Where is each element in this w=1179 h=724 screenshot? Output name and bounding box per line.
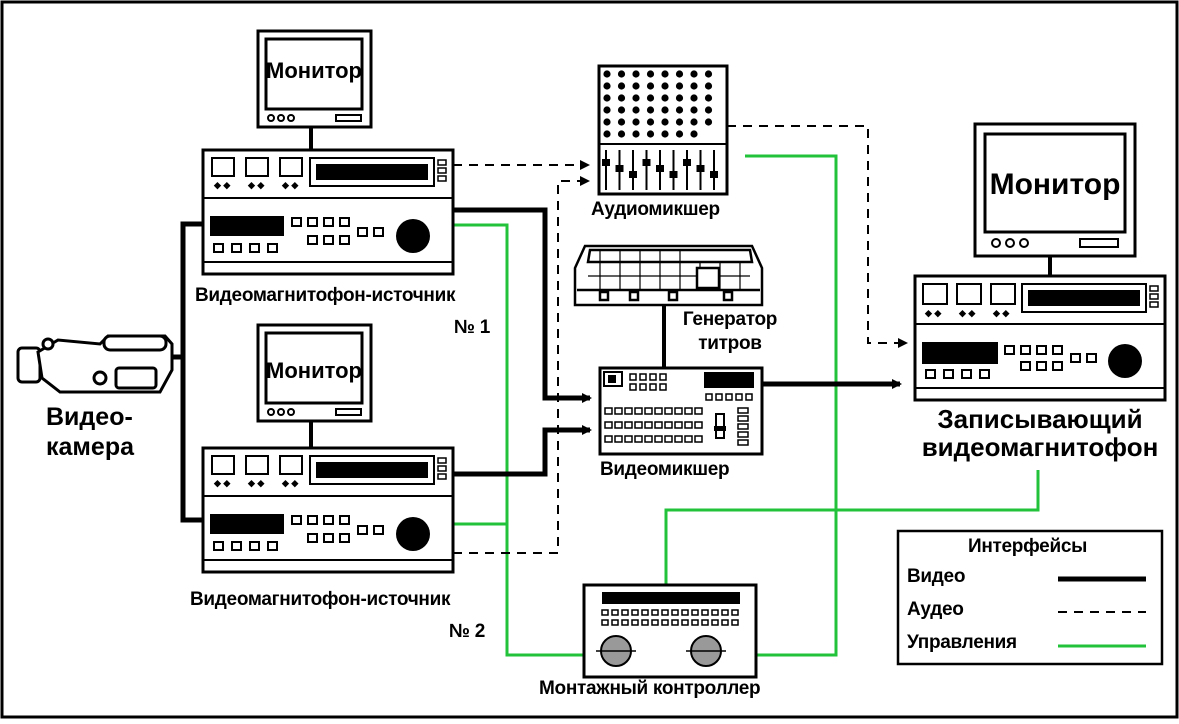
svg-text:◆ ◆: ◆ ◆ [281, 180, 299, 190]
vcr-source-1: ◆ ◆ ◆ ◆ ◆ ◆ [201, 148, 455, 276]
video-mixer-icon [598, 366, 764, 456]
audio-lines [453, 125, 908, 554]
svg-text:◆ ◆: ◆ ◆ [992, 308, 1010, 318]
control-line-vcr1 [453, 223, 584, 657]
title-generator-icon [573, 244, 764, 307]
audio-mixer-icon [597, 64, 729, 196]
recorder-label-line1: Записывающий [937, 404, 1143, 434]
video-mixer-label: Видеомикшер [600, 459, 730, 480]
audio-mixer-label: Аудиомикшер [591, 199, 720, 220]
title-generator-label-line2: титров [698, 333, 762, 354]
monitor-recorder [973, 122, 1137, 276]
title-generator-label-line1: Генератор [682, 309, 778, 330]
video-camera-icon [16, 334, 174, 394]
control-lines [453, 154, 1040, 657]
control-line-audio [745, 154, 838, 657]
video-line-cam-vcr2 [180, 357, 205, 523]
audio-line-recorder [727, 125, 908, 348]
audio-line-vcr2 [453, 176, 590, 554]
edit-controller-icon [582, 583, 758, 679]
svg-text:◆ ◆: ◆ ◆ [958, 308, 976, 318]
video-line-vcr1-mixer [453, 207, 592, 403]
svg-text:◆ ◆: ◆ ◆ [213, 478, 231, 488]
recorder-label-line2: видеомагнитофон [921, 432, 1159, 462]
legend-audio-label: Аудео [907, 599, 964, 620]
monitor-mid-label: Монитор [266, 358, 362, 383]
video-line-vcr2-mixer [453, 425, 592, 477]
camera-label-line2: камера [46, 433, 134, 461]
legend-box [896, 529, 1164, 666]
monitor-top [256, 29, 373, 150]
camera-label-line1: Видео- [46, 403, 133, 431]
monitor-mid [256, 323, 373, 448]
edit-controller-label: Монтажный контроллер [539, 678, 761, 699]
svg-text:◆ ◆: ◆ ◆ [247, 478, 265, 488]
svg-text:◆ ◆: ◆ ◆ [213, 180, 231, 190]
monitor-top-label: Монитор [266, 58, 362, 83]
vcr-source-2-number: № 2 [448, 621, 485, 642]
vcr-source-1-number: № 1 [453, 317, 490, 338]
svg-text:◆ ◆: ◆ ◆ [924, 308, 942, 318]
control-line-recorder [664, 470, 1040, 585]
monitor-recorder-label: Монитор [989, 168, 1121, 201]
vcr-source-2-label: Видеомагнитофон-источник [190, 589, 451, 610]
video-lines [172, 207, 902, 523]
legend-title: Интерфейсы [968, 536, 1088, 557]
svg-text:◆ ◆: ◆ ◆ [281, 478, 299, 488]
legend-control-label: Управления [907, 632, 1017, 653]
svg-text:◆ ◆: ◆ ◆ [247, 180, 265, 190]
legend-video-label: Видео [907, 566, 966, 587]
vcr-source-1-label: Видеомагнитофон-источник [195, 285, 456, 306]
video-line-cam-vcr1 [172, 221, 205, 360]
vcr-source-2: ◆ ◆ ◆ ◆ ◆ ◆ [201, 446, 455, 574]
vcr-recorder: ◆ ◆ ◆ ◆ ◆ ◆ [913, 274, 1167, 402]
